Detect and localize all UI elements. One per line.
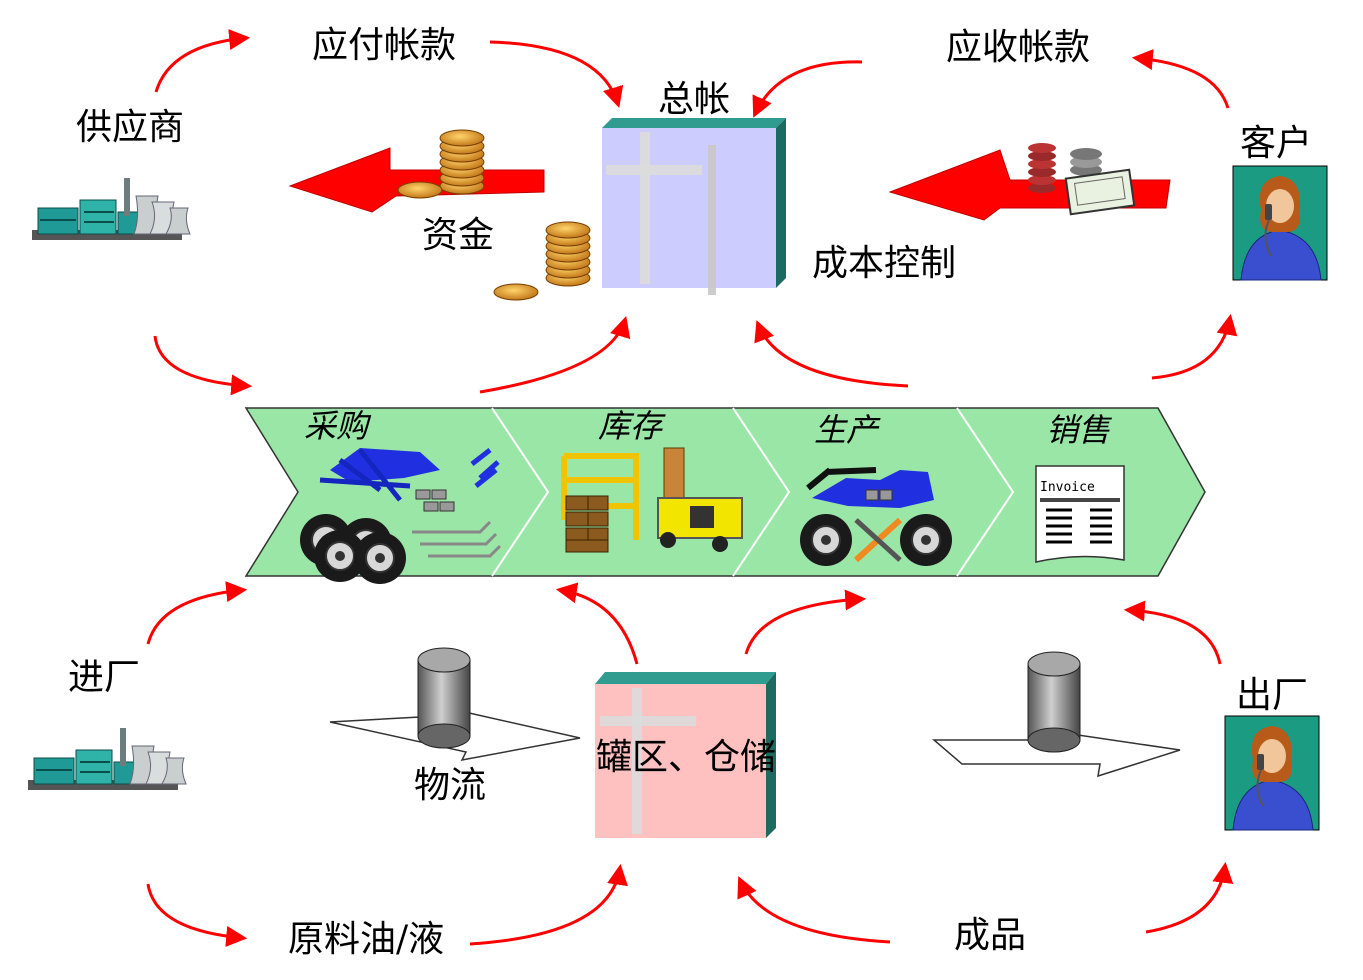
plant-exit-label: 出厂: [1236, 675, 1309, 716]
stage-procurement: 采购: [304, 407, 369, 445]
parts-icon: [299, 448, 502, 585]
accounts-payable-label: 应付帐款: [312, 25, 457, 66]
arrow-finished-to-storage: [737, 876, 891, 944]
top-flow-arrows: [153, 29, 1238, 396]
funds-payable-arrow: [288, 147, 545, 213]
invoice-icon: Invoice: [1035, 465, 1125, 563]
arrow-chain-to-customer: [1151, 313, 1238, 380]
chain-divider-2: [732, 407, 791, 577]
arrow-customer-to-receivable: [1131, 49, 1230, 109]
arrow-exit-to-chain: [1123, 600, 1222, 665]
arrow-chain-to-ledger-right: [754, 320, 909, 388]
logistics-tank-icon: [329, 647, 581, 762]
bottom-flow-arrows: [146, 581, 1234, 947]
arrow-chain-to-ledger: [479, 315, 631, 394]
chain-divider-3: [956, 407, 1015, 577]
arrow-raw-to-storage: [469, 863, 628, 946]
cost-control-label: 成本控制: [812, 243, 957, 284]
arrow-receivable-to-ledger: [752, 60, 863, 118]
motorcycle-icon: [799, 467, 953, 567]
logistics-label: 物流: [414, 765, 487, 806]
invoice-label: Invoice: [1040, 480, 1095, 495]
accounts-receivable-label: 应收帐款: [946, 27, 1091, 68]
finished-tank-icon: [931, 651, 1181, 778]
forklift-icon: [561, 447, 743, 553]
value-chain-band: [244, 407, 1206, 577]
general-ledger-box: [602, 118, 786, 295]
funds-label: 资金: [422, 215, 495, 256]
money-icon: [1028, 143, 1136, 216]
exit-customer-portrait-icon: [1224, 715, 1320, 831]
tank-storage-box: [595, 672, 776, 838]
arrow-supplier-to-payable: [154, 29, 251, 93]
coin-stack-icon-large: [493, 221, 591, 301]
tank-storage-label: 罐区、仓储: [596, 737, 777, 778]
supplier-factory-icon: [31, 177, 191, 241]
customer-portrait-icon: [1232, 165, 1328, 281]
coin-stack-icon: [397, 129, 485, 199]
arrow-entry-to-raw: [146, 883, 248, 947]
supplier-label: 供应商: [76, 107, 185, 148]
value-chain: Invoice: [244, 407, 1206, 585]
arrow-supplier-to-chain: [153, 335, 253, 396]
general-ledger-label: 总帐: [658, 79, 731, 120]
stage-sales: 销售: [1046, 411, 1111, 449]
arrow-finished-to-exit: [1145, 861, 1234, 934]
arrow-payable-to-ledger: [489, 40, 624, 109]
customer-label: 客户: [1240, 123, 1313, 164]
stage-production: 生产: [814, 411, 879, 449]
finished-goods-label: 成品: [954, 915, 1027, 956]
plant-entry-label: 进厂: [68, 657, 141, 698]
raw-material-label: 原料油/液: [288, 919, 445, 960]
arrow-entry-to-chain: [146, 581, 248, 645]
chain-divider-1: [491, 407, 550, 577]
arrow-storage-to-chain: [555, 582, 639, 665]
stage-inventory: 库存: [598, 407, 663, 445]
entry-factory-icon: [27, 727, 187, 791]
arrow-storage-to-chain-right: [744, 589, 867, 655]
